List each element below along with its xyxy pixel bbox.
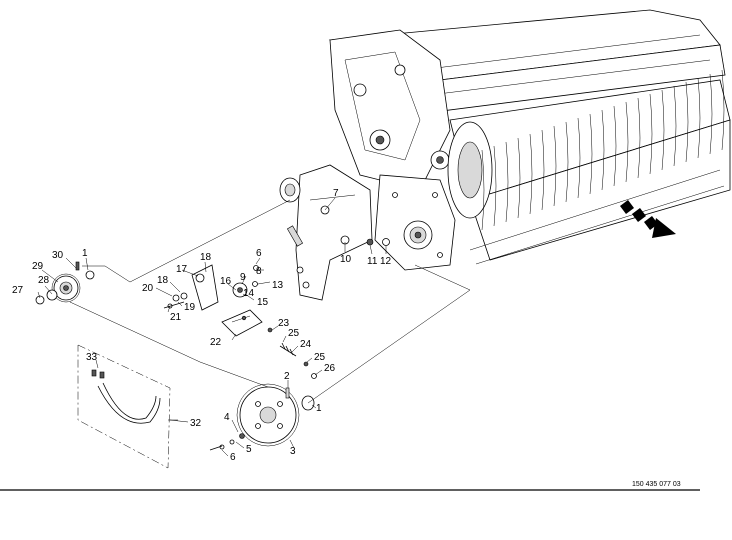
chain-kit-box bbox=[77, 344, 171, 469]
gearbox-housing bbox=[374, 174, 456, 271]
assembly-lines bbox=[69, 199, 471, 421]
callout-4: 4 bbox=[224, 412, 230, 423]
callout-1-left: 1 bbox=[82, 248, 88, 259]
callout-25-upper: 25 bbox=[288, 328, 300, 339]
callout-32: 32 bbox=[190, 418, 202, 429]
callout-1-right: 1 bbox=[316, 403, 322, 414]
callout-14: 14 bbox=[243, 288, 255, 299]
callout-9: 9 bbox=[240, 272, 246, 283]
callout-19: 19 bbox=[184, 302, 196, 313]
callout-13: 13 bbox=[272, 280, 284, 291]
direction-arrow bbox=[620, 200, 676, 238]
drive-sprocket-left bbox=[35, 261, 95, 305]
callout-15: 15 bbox=[257, 297, 269, 308]
callout-10: 10 bbox=[340, 254, 352, 265]
callout-2: 2 bbox=[284, 371, 290, 382]
callout-6-lower: 6 bbox=[230, 452, 236, 463]
callout-3: 3 bbox=[290, 446, 296, 457]
callout-30: 30 bbox=[52, 250, 64, 261]
callout-5: 5 bbox=[246, 444, 252, 455]
callout-20: 20 bbox=[142, 283, 154, 294]
drawing-reference-number: 150 435 077 03 bbox=[632, 481, 681, 488]
rotor-tines bbox=[469, 69, 725, 265]
callout-11: 11 bbox=[367, 256, 378, 267]
callout-23: 23 bbox=[278, 318, 290, 329]
callout-7: 7 bbox=[333, 188, 339, 199]
callout-29: 29 bbox=[32, 261, 44, 272]
callout-8: 8 bbox=[256, 266, 262, 277]
callout-21: 21 bbox=[170, 312, 182, 323]
callout-18-top: 18 bbox=[200, 252, 212, 263]
callout-labels: 1 30 29 28 27 17 18 18 20 19 21 16 9 14 … bbox=[12, 188, 392, 463]
callout-26: 26 bbox=[324, 363, 336, 374]
callout-17: 17 bbox=[176, 264, 188, 275]
callout-27: 27 bbox=[12, 285, 24, 296]
callout-16: 16 bbox=[220, 276, 232, 287]
callout-24: 24 bbox=[300, 339, 312, 350]
slide-plate bbox=[221, 309, 263, 337]
idler-assembly bbox=[163, 264, 259, 311]
callout-28: 28 bbox=[38, 275, 50, 286]
callout-6-upper: 6 bbox=[256, 248, 262, 259]
leader-lines bbox=[37, 197, 387, 457]
callout-33: 33 bbox=[86, 352, 98, 363]
tensioner-bracket bbox=[279, 164, 390, 301]
callout-22: 22 bbox=[210, 337, 222, 348]
callout-25-lower: 25 bbox=[314, 352, 326, 363]
callout-12: 12 bbox=[380, 256, 392, 267]
callout-18-left: 18 bbox=[157, 275, 169, 286]
